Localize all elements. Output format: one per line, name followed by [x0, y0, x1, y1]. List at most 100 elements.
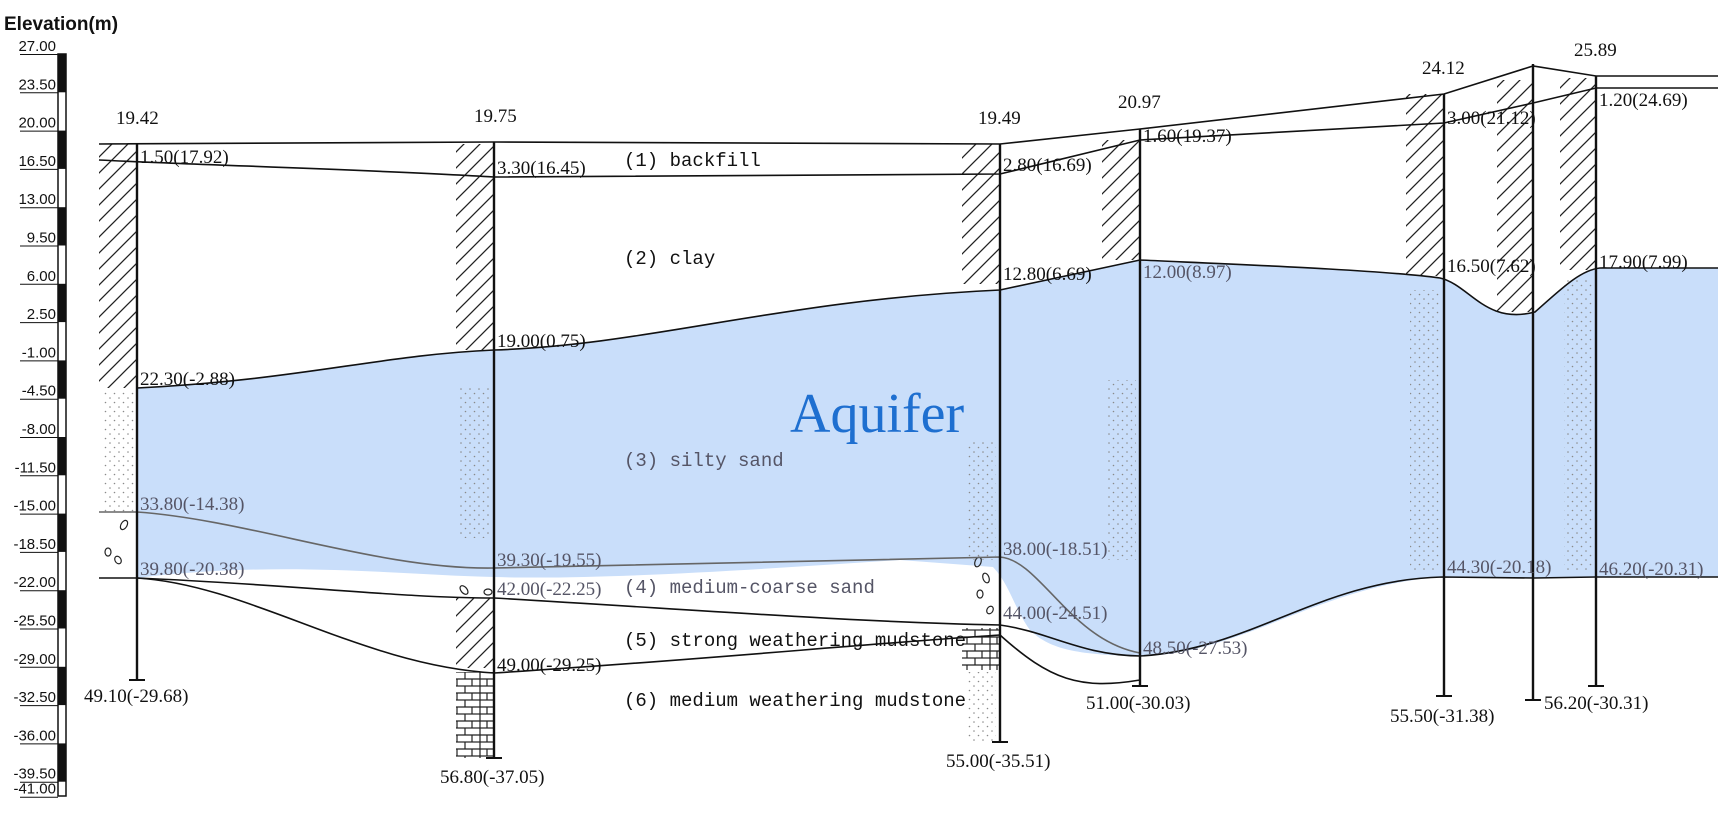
bh3-bottom-label: 55.00(-35.51) — [946, 751, 1050, 772]
boundary-2-3 — [136, 259, 1718, 389]
hatch-bh6b — [1560, 78, 1596, 270]
axis-tick-label: -25.50 — [13, 613, 56, 630]
bh1-depth-label: 22.30(-2.88) — [140, 369, 235, 390]
layer-label-silty-sand: (3) silty sand — [624, 450, 784, 472]
bh3-top-elevation: 19.49 — [978, 108, 1021, 129]
hatch-bh5 — [1406, 94, 1444, 276]
bh3-depth-label: 12.80(6.69) — [1003, 264, 1092, 285]
axis-tick-label: -15.00 — [13, 498, 56, 515]
dots-bh6 — [1564, 280, 1594, 570]
bh2-depth-label: 19.00(0.75) — [497, 331, 586, 352]
axis-title: Elevation(m) — [4, 14, 118, 35]
bh1-depth-label: 33.80(-14.38) — [140, 494, 244, 515]
bh6-depth-label: 46.20(-20.31) — [1599, 559, 1703, 580]
axis-segment — [58, 130, 66, 169]
axis-segment — [58, 360, 66, 399]
axis-tick-label: -18.50 — [13, 536, 56, 553]
dots-bh5 — [1410, 290, 1440, 570]
axis-tick-label: -11.50 — [15, 459, 56, 476]
bh1-bottom-label: 49.10(-29.68) — [84, 686, 188, 707]
axis-tick-label: 16.50 — [18, 153, 56, 170]
layer-label-medium-coarse-sand: (4) medium-coarse sand — [624, 577, 875, 599]
bh5-bottom-label: 55.50(-31.38) — [1390, 706, 1494, 727]
axis-tick-label: -32.50 — [13, 689, 56, 706]
bh3-depth-label: 2.80(16.69) — [1003, 155, 1092, 176]
axis-tick-label: -29.00 — [13, 651, 56, 668]
hatch-bh2 — [456, 144, 494, 350]
hatch-bh1 — [99, 144, 137, 388]
aquifer-zone — [137, 260, 1718, 656]
axis-tick-label: 2.50 — [27, 306, 56, 323]
bh3-depth-label: 38.00(-18.51) — [1003, 539, 1107, 560]
aquifer-label: Aquifer — [790, 383, 965, 445]
boundary-5-6 — [136, 577, 1141, 685]
ground-surface — [98, 65, 1718, 145]
dots-bh4 — [1106, 380, 1136, 560]
bh2-bottom-label: 56.80(-37.05) — [440, 767, 544, 788]
bh2-depth-label: 3.30(16.45) — [497, 158, 586, 179]
borehole-bottom-ticks — [129, 679, 1604, 759]
axis-segment — [58, 513, 66, 552]
axis-tick-label: 6.00 — [27, 268, 56, 285]
axis-tick-label: 23.50 — [18, 76, 56, 93]
axis-tick-label: 27.00 — [18, 38, 56, 55]
axis-tick-label: -22.00 — [13, 574, 56, 591]
axis-tick-label: -8.00 — [22, 421, 56, 438]
bh2-depth-label: 49.00(-29.25) — [497, 655, 601, 676]
axis-tick-label: -36.00 — [13, 727, 56, 744]
axis-segment — [58, 437, 66, 476]
axis-tick-label: 20.00 — [18, 115, 56, 132]
bh3-depth-label: 44.00(-24.51) — [1003, 603, 1107, 624]
bh1-top-elevation: 19.42 — [116, 108, 159, 129]
axis-tick-label: -39.50 — [13, 766, 56, 783]
bh5-depth-label: 16.50(7.62) — [1447, 256, 1536, 277]
axis-segment — [58, 666, 66, 706]
axis-segment — [58, 283, 66, 323]
axis-tick-label: -4.50 — [22, 383, 56, 400]
bh1-depth-label: 39.80(-20.38) — [140, 559, 244, 580]
hatch-bh3 — [962, 144, 1000, 284]
layer-label-clay: (2) clay — [624, 248, 715, 270]
layer-label-backfill: (1) backfill — [624, 150, 761, 172]
bh5-depth-label: 3.00(21.12) — [1447, 108, 1536, 129]
bh6-bottom-label: 56.20(-30.31) — [1544, 693, 1648, 714]
bh4-depth-label: 12.00(8.97) — [1143, 262, 1232, 283]
axis-tick-label: 9.50 — [27, 230, 56, 247]
boundary-4-5 — [99, 577, 1141, 657]
axis-segment — [58, 207, 66, 246]
bh6-depth-label: 17.90(7.99) — [1599, 252, 1688, 273]
bh6-top-elevation: 25.89 — [1574, 40, 1617, 61]
bh1-depth-label: 1.50(17.92) — [140, 147, 229, 168]
dots-bh3 — [966, 440, 996, 560]
boundary-3-4 — [99, 511, 1141, 654]
bh5-top-elevation: 24.12 — [1422, 58, 1465, 79]
axis-tick-label: -1.00 — [22, 344, 56, 361]
axis-tick-label: -41.00 — [13, 781, 56, 798]
layer-boundaries — [98, 65, 1718, 685]
brick-bh3 — [962, 628, 1000, 670]
boundary-right — [1139, 576, 1718, 657]
bh5-depth-label: 44.30(-20.18) — [1447, 557, 1551, 578]
axis-segment — [58, 54, 66, 93]
hatch-bh2-low — [456, 598, 494, 668]
borehole-lines — [135, 64, 1598, 758]
layer-label-strong-weathering-mudstone: (5) strong weathering mudstone — [624, 630, 966, 652]
hatch-bh6a — [1497, 80, 1533, 312]
axis-segment — [58, 743, 66, 782]
axis-segment — [58, 590, 66, 629]
layer-label-medium-weathering-mudstone: (6) medium weathering mudstone — [624, 690, 966, 712]
bh6-depth-label: 1.20(24.69) — [1599, 90, 1688, 111]
axis-tick-label: 13.00 — [18, 191, 56, 208]
bh2-depth-label: 42.00(-22.25) — [497, 579, 601, 600]
dots-bh3-low — [966, 672, 996, 742]
bh4-depth-label: 48.50(-27.53) — [1143, 638, 1247, 659]
brick-bh2 — [456, 672, 494, 758]
elevation-axis: 27.00 23.50 20.00 16.50 13.00 9.50 6.00 2.50 -1.… — [13, 38, 67, 798]
dots-bh2 — [460, 388, 490, 538]
dots-bh1 — [104, 392, 134, 512]
bh4-depth-label: 1.60(19.37) — [1143, 126, 1232, 147]
bh4-top-elevation: 20.97 — [1118, 92, 1161, 113]
bh2-top-elevation: 19.75 — [474, 106, 517, 127]
